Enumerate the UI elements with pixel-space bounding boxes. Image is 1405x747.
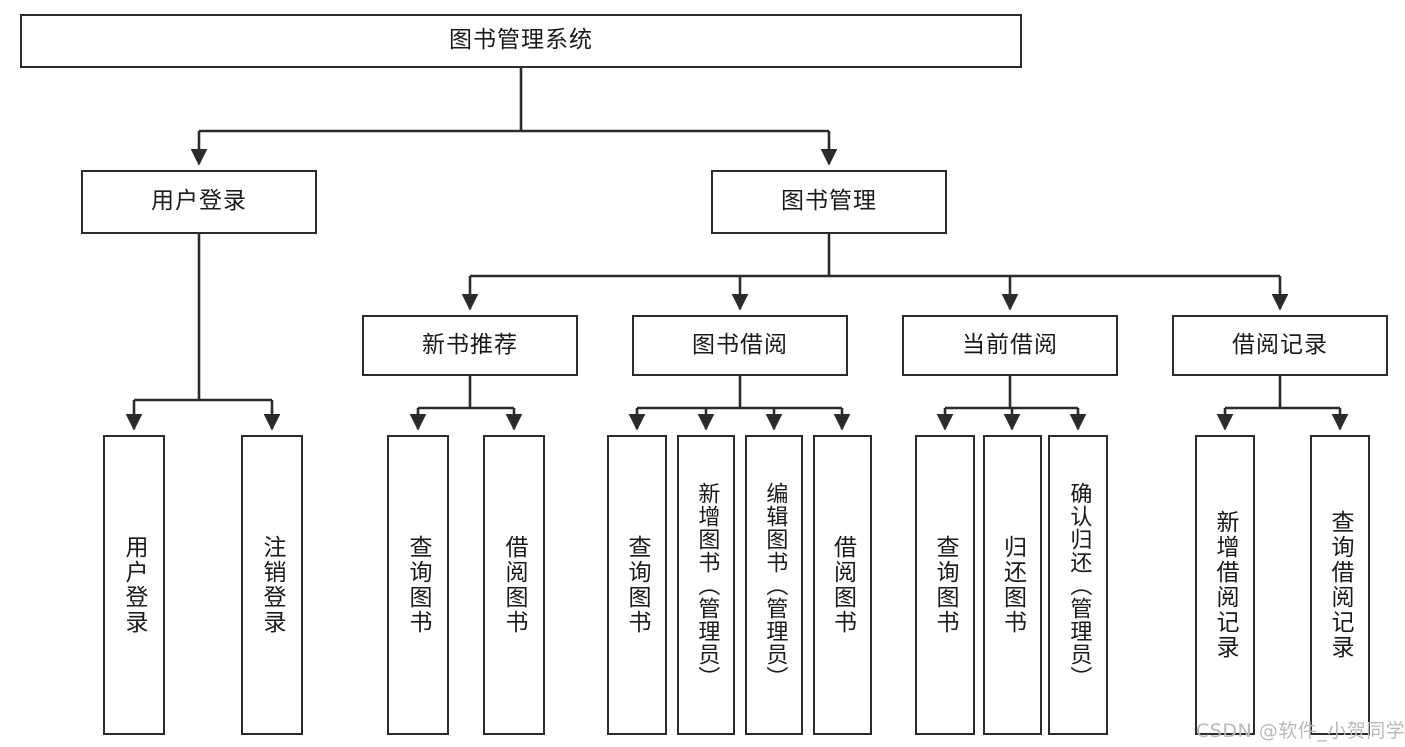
leaf-label: 归还图书: [999, 535, 1026, 635]
leaf-logout[interactable]: 注销登录: [241, 435, 303, 735]
leaf-label: 编辑图书（管理员）: [762, 481, 788, 689]
leaf-label: 注销登录: [259, 535, 286, 635]
leaf-label: 新增借阅记录: [1212, 510, 1239, 660]
leaf-label: 用户登录: [121, 535, 148, 635]
node-root[interactable]: 图书管理系统: [20, 14, 1022, 68]
node-new-book-recommend[interactable]: 新书推荐: [362, 315, 578, 376]
leaf-query-book-current[interactable]: 查询图书: [915, 435, 975, 735]
leaf-label: 查询图书: [932, 535, 959, 635]
node-root-label: 图书管理系统: [449, 27, 593, 54]
leaf-label: 查询图书: [624, 535, 651, 635]
leaf-confirm-return-admin[interactable]: 确认归还（管理员）: [1048, 435, 1108, 735]
node-book-management-label: 图书管理: [781, 188, 877, 215]
leaf-label: 借阅图书: [501, 535, 528, 635]
node-book-borrow-label: 图书借阅: [692, 331, 788, 358]
leaf-label: 查询借阅记录: [1327, 510, 1354, 660]
node-current-borrow[interactable]: 当前借阅: [902, 315, 1118, 376]
node-user-login-label: 用户登录: [151, 188, 247, 215]
leaf-user-login[interactable]: 用户登录: [103, 435, 165, 735]
node-book-borrow[interactable]: 图书借阅: [632, 315, 848, 376]
leaf-label: 确认归还（管理员）: [1066, 481, 1092, 689]
leaf-query-book-recommend[interactable]: 查询图书: [387, 435, 449, 735]
leaf-label: 查询图书: [405, 535, 432, 635]
leaf-add-book-admin[interactable]: 新增图书（管理员）: [677, 435, 735, 735]
node-user-login[interactable]: 用户登录: [81, 170, 317, 234]
node-borrow-record-label: 借阅记录: [1232, 331, 1328, 358]
leaf-borrow-book-recommend[interactable]: 借阅图书: [483, 435, 545, 735]
node-book-management[interactable]: 图书管理: [711, 170, 947, 234]
leaf-add-borrow-record[interactable]: 新增借阅记录: [1195, 435, 1255, 735]
leaf-edit-book-admin[interactable]: 编辑图书（管理员）: [745, 435, 803, 735]
node-borrow-record[interactable]: 借阅记录: [1172, 315, 1388, 376]
node-current-borrow-label: 当前借阅: [962, 331, 1058, 358]
leaf-query-borrow-record[interactable]: 查询借阅记录: [1310, 435, 1370, 735]
leaf-borrow-book[interactable]: 借阅图书: [813, 435, 872, 735]
leaf-return-book[interactable]: 归还图书: [983, 435, 1042, 735]
leaf-query-book-borrow[interactable]: 查询图书: [607, 435, 667, 735]
leaf-label: 借阅图书: [829, 535, 856, 635]
leaf-label: 新增图书（管理员）: [694, 481, 720, 689]
node-new-book-recommend-label: 新书推荐: [422, 331, 518, 358]
watermark: CSDN @软件_小贺同学: [1196, 720, 1405, 742]
